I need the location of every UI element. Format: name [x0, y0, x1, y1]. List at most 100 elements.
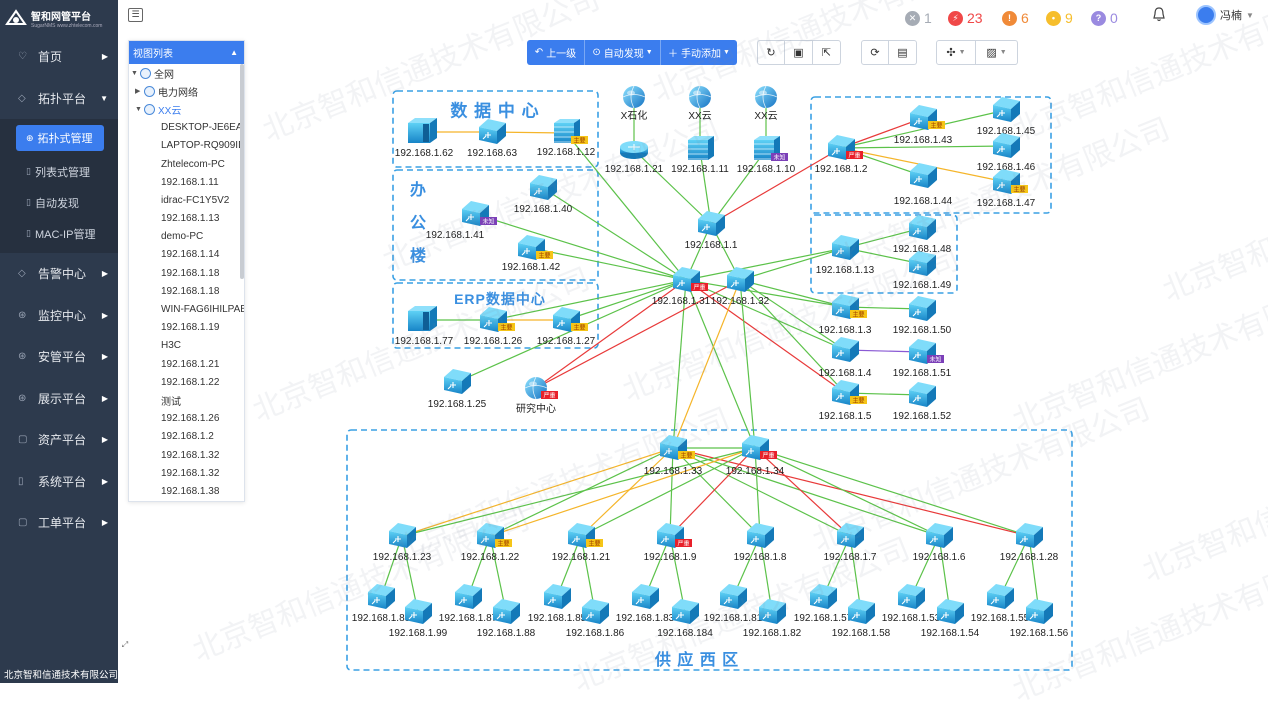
topology-link[interactable] [710, 223, 741, 281]
topology-link[interactable] [401, 447, 756, 537]
sidebar-item-1[interactable]: ◇拓扑平台▼ [0, 78, 118, 120]
topology-link[interactable] [840, 147, 924, 177]
submenu-item-2[interactable]: ▯自动发现 [26, 197, 79, 210]
device-node-switch[interactable]: 192.168.1.23 [373, 523, 432, 563]
tree-node[interactable]: ▼全网 [131, 67, 174, 81]
topology-link[interactable] [401, 535, 419, 613]
topology-link[interactable] [456, 279, 687, 383]
topology-link[interactable] [754, 447, 940, 537]
menu-toggle-icon[interactable]: ☰ [128, 8, 143, 22]
topology-link[interactable] [754, 447, 761, 537]
topology-link[interactable] [840, 145, 1007, 149]
topology-link[interactable] [685, 279, 846, 394]
tree-node[interactable]: 192.168.1.38 [161, 485, 220, 497]
topology-link[interactable] [489, 535, 507, 613]
topology-link[interactable] [910, 535, 940, 598]
topology-link[interactable] [580, 535, 596, 613]
topology-link[interactable] [669, 535, 686, 613]
topology-link[interactable] [530, 247, 687, 281]
topology-link[interactable] [840, 117, 924, 149]
topology-link[interactable] [844, 247, 923, 265]
device-node-switch[interactable]: 192.168.1.85 [528, 584, 587, 624]
tree-node[interactable]: ▼XX云 [135, 103, 182, 117]
topology-link[interactable] [759, 535, 773, 613]
device-node-switch[interactable]: 192.168.1.1 [685, 211, 738, 251]
topology-link[interactable] [535, 279, 741, 389]
tree-node[interactable]: 测试 [161, 396, 181, 408]
device-node-switch[interactable]: 192.168.1.46 [977, 133, 1036, 173]
topology-link[interactable] [474, 213, 687, 281]
sidebar-item-3[interactable]: ⊛监控中心▶ [0, 295, 118, 337]
device-node-switch[interactable]: 192.168.1.25 [428, 369, 487, 410]
topology-link[interactable] [754, 447, 1030, 537]
tree-toggle-icon[interactable]: ▼ [135, 105, 142, 113]
save-icon[interactable]: ▣ [785, 40, 813, 65]
device-node-switch[interactable]: 192.168.1.87 [439, 584, 498, 624]
device-node-switch[interactable]: 192.168.1.8 [734, 523, 787, 563]
sidebar-item-6[interactable]: ▢资产平台▶ [0, 419, 118, 461]
topology-link[interactable] [739, 279, 846, 394]
device-node-switch[interactable]: 192.168.1.32 [711, 267, 770, 307]
sidebar-item-2[interactable]: ◇告警中心▶ [0, 253, 118, 295]
device-node-switch[interactable]: 192.168.1.7 [824, 523, 877, 563]
tree-node[interactable]: 192.168.1.14 [161, 249, 220, 261]
device-node-switch[interactable]: 192.168.1.88 [477, 599, 536, 639]
device-node-switch[interactable]: 192.168.1.40 [514, 175, 573, 215]
device-node-switch[interactable]: 192.168.1.6 [913, 523, 966, 563]
alert-badge-0[interactable]: ✕1 [905, 10, 932, 26]
device-node-switch[interactable]: 192.168.1.86 [566, 599, 625, 639]
sync-icon[interactable]: ⟳ [861, 40, 889, 65]
tree-node[interactable]: 192.168.1.13 [161, 213, 220, 225]
device-node-switch[interactable]: 192.168.1.48 [893, 215, 952, 255]
alert-badge-1[interactable]: ⚡23 [948, 10, 983, 26]
device-node-switch[interactable]: 192.168.1.58 [832, 599, 891, 639]
device-node-switch[interactable]: 192.168.1.56 [1010, 599, 1069, 639]
scrollbar[interactable] [240, 64, 244, 279]
topology-link[interactable] [844, 392, 923, 396]
tree-node[interactable]: H3C [161, 340, 182, 352]
tree-toggle-icon[interactable]: ▶ [135, 88, 141, 96]
tree-node[interactable]: 192.168.1.18 [161, 267, 220, 279]
device-node-switch[interactable]: 192.168.1.57 [794, 584, 853, 624]
tree-node[interactable]: DESKTOP-JE6EA4.. [161, 122, 244, 134]
tree-node[interactable]: Zhtelecom-PC [161, 158, 225, 170]
topology-link[interactable] [844, 349, 923, 353]
device-node-switch[interactable]: 192.168.1.52 [893, 382, 952, 422]
topology-link[interactable] [739, 247, 846, 281]
topology-link[interactable] [672, 447, 851, 537]
sidebar-item-0[interactable]: ♡首页▶ [0, 36, 118, 78]
tree-node[interactable]: 192.168.1.18 [161, 285, 220, 297]
layout-icon[interactable]: ✣ ▼ [936, 40, 976, 65]
bell-icon[interactable] [1152, 7, 1166, 25]
topology-link[interactable] [672, 279, 687, 449]
tree-node[interactable]: idrac-FC1Y5V2 [161, 194, 230, 206]
topology-link[interactable] [565, 132, 687, 281]
alert-badge-4[interactable]: ?0 [1091, 10, 1118, 26]
topology-link[interactable] [685, 247, 846, 281]
topology-link[interactable] [672, 447, 1030, 537]
document-icon[interactable]: ▤ [889, 40, 917, 65]
device-node-firewall[interactable]: 192.168.1.11 [671, 136, 729, 175]
sidebar-item-5[interactable]: ⊛展示平台▶ [0, 378, 118, 420]
topology-link[interactable] [380, 535, 403, 598]
device-node-server[interactable]: 192.168.1.62 [395, 118, 454, 159]
device-node-globe[interactable]: XX云 [688, 85, 712, 122]
topology-link[interactable] [739, 279, 846, 351]
topology-link[interactable] [732, 535, 761, 598]
topology-link[interactable] [556, 535, 582, 598]
device-node-switch[interactable]: 192.168.1.49 [893, 251, 952, 291]
manual-add-button[interactable]: ＋手动添加▼ [661, 40, 737, 65]
sidebar-item-7[interactable]: ▯系统平台▶ [0, 461, 118, 503]
topology-link[interactable] [1028, 535, 1040, 613]
topology-link[interactable] [672, 447, 940, 537]
